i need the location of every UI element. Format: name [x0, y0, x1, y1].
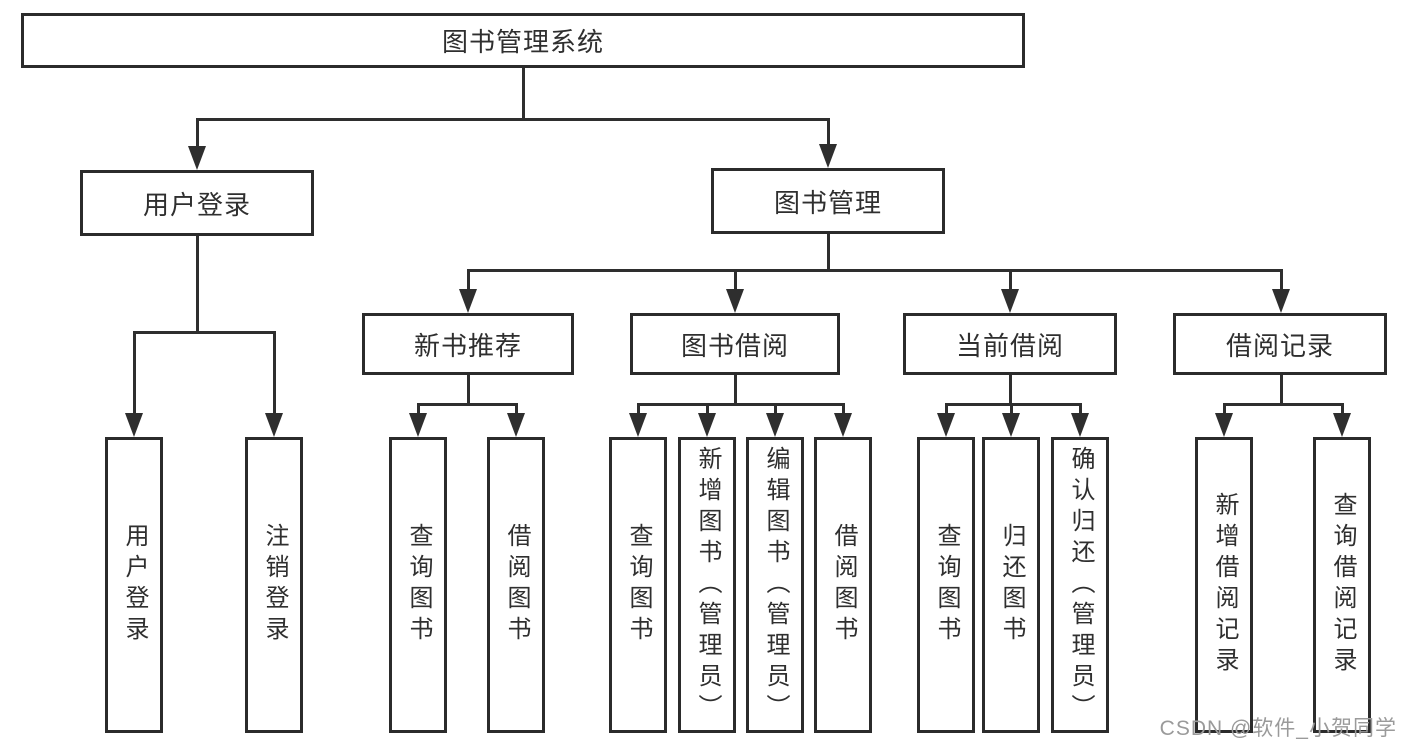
connector-line — [522, 68, 525, 121]
leaf-label: 查询图书 — [625, 523, 652, 647]
connector-line — [1010, 403, 1013, 413]
connector-line — [706, 403, 709, 413]
arrow-down-icon — [125, 413, 143, 437]
connector-line — [827, 234, 830, 272]
connector-line — [1009, 375, 1012, 406]
leaf-return-book: 归还图书 — [982, 437, 1040, 733]
connector-line — [467, 269, 1283, 272]
connector-line — [133, 331, 136, 413]
connector-line — [945, 403, 1082, 406]
leaf-borrow-books-recommend: 借阅图书 — [487, 437, 545, 733]
leaf-label: 查询图书 — [933, 523, 960, 647]
arrow-down-icon — [1002, 413, 1020, 437]
node-borrowing-records: 借阅记录 — [1173, 313, 1387, 375]
arrow-down-icon — [459, 289, 477, 313]
leaf-query-borrow-record: 查询借阅记录 — [1313, 437, 1371, 733]
node-label: 图书借阅 — [680, 330, 789, 361]
leaf-confirm-return-admin: 确认归还（管理员） — [1051, 437, 1109, 733]
connector-line — [196, 118, 830, 121]
connector-line — [1079, 403, 1082, 413]
connector-line — [1009, 269, 1012, 289]
arrow-down-icon — [726, 289, 744, 313]
connector-line — [1223, 403, 1226, 413]
leaf-label: 查询借阅记录 — [1329, 492, 1356, 678]
node-label: 借阅记录 — [1225, 330, 1334, 361]
arrow-down-icon — [766, 413, 784, 437]
leaf-add-borrow-record: 新增借阅记录 — [1195, 437, 1253, 733]
leaf-label: 确认归还（管理员） — [1067, 445, 1094, 725]
connector-line — [637, 403, 640, 413]
arrow-down-icon — [409, 413, 427, 437]
connector-line — [417, 403, 420, 413]
arrow-down-icon — [698, 413, 716, 437]
arrow-down-icon — [188, 146, 206, 170]
arrow-down-icon — [937, 413, 955, 437]
arrow-down-icon — [1071, 413, 1089, 437]
leaf-query-books-current: 查询图书 — [917, 437, 975, 733]
leaf-label: 注销登录 — [261, 523, 288, 647]
arrow-down-icon — [507, 413, 525, 437]
node-book-borrowing: 图书借阅 — [630, 313, 840, 375]
leaf-query-books-borrowing: 查询图书 — [609, 437, 667, 733]
connector-line — [734, 375, 737, 406]
connector-line — [637, 403, 845, 406]
leaf-logout: 注销登录 — [245, 437, 303, 733]
leaf-query-books-recommend: 查询图书 — [389, 437, 447, 733]
node-user-login: 用户登录 — [80, 170, 314, 236]
node-label: 用户登录 — [142, 189, 251, 220]
arrow-down-icon — [834, 413, 852, 437]
connector-line — [515, 403, 518, 413]
arrow-down-icon — [1215, 413, 1233, 437]
leaf-label: 新增图书（管理员） — [694, 445, 721, 725]
arrow-down-icon — [1333, 413, 1351, 437]
connector-line — [467, 375, 470, 406]
leaf-label: 用户登录 — [121, 523, 148, 647]
arrow-down-icon — [1001, 289, 1019, 313]
connector-line — [734, 269, 737, 289]
leaf-borrow-books-borrowing: 借阅图书 — [814, 437, 872, 733]
arrow-down-icon — [265, 413, 283, 437]
connector-line — [842, 403, 845, 413]
arrow-down-icon — [629, 413, 647, 437]
arrow-down-icon — [819, 144, 837, 168]
leaf-user-login: 用户登录 — [105, 437, 163, 733]
connector-line — [133, 331, 276, 334]
connector-line — [273, 331, 276, 413]
watermark: CSDN @软件_小贺同学 — [1159, 717, 1397, 740]
leaf-label: 借阅图书 — [830, 523, 857, 647]
node-label: 当前借阅 — [955, 330, 1064, 361]
connector-line — [1280, 375, 1283, 406]
connector-line — [827, 118, 830, 146]
node-current-borrowing: 当前借阅 — [903, 313, 1117, 375]
node-label: 新书推荐 — [413, 330, 522, 361]
connector-line — [196, 118, 199, 146]
leaf-edit-book-admin: 编辑图书（管理员） — [746, 437, 804, 733]
connector-line — [196, 236, 199, 334]
connector-line — [1341, 403, 1344, 413]
connector-line — [774, 403, 777, 413]
node-book-management: 图书管理 — [711, 168, 945, 234]
connector-line — [417, 403, 518, 406]
leaf-label: 编辑图书（管理员） — [762, 445, 789, 725]
leaf-add-book-admin: 新增图书（管理员） — [678, 437, 736, 733]
leaf-label: 新增借阅记录 — [1211, 492, 1238, 678]
connector-line — [1280, 269, 1283, 289]
leaf-label: 查询图书 — [405, 523, 432, 647]
connector-line — [945, 403, 948, 413]
connector-line — [1223, 403, 1344, 406]
node-library-management-system: 图书管理系统 — [21, 13, 1025, 68]
node-label: 图书管理系统 — [441, 27, 604, 57]
node-label: 图书管理 — [773, 187, 882, 218]
arrow-down-icon — [1272, 289, 1290, 313]
leaf-label: 借阅图书 — [503, 523, 530, 647]
leaf-label: 归还图书 — [998, 523, 1025, 647]
node-new-book-recommendation: 新书推荐 — [362, 313, 574, 375]
connector-line — [467, 269, 470, 289]
